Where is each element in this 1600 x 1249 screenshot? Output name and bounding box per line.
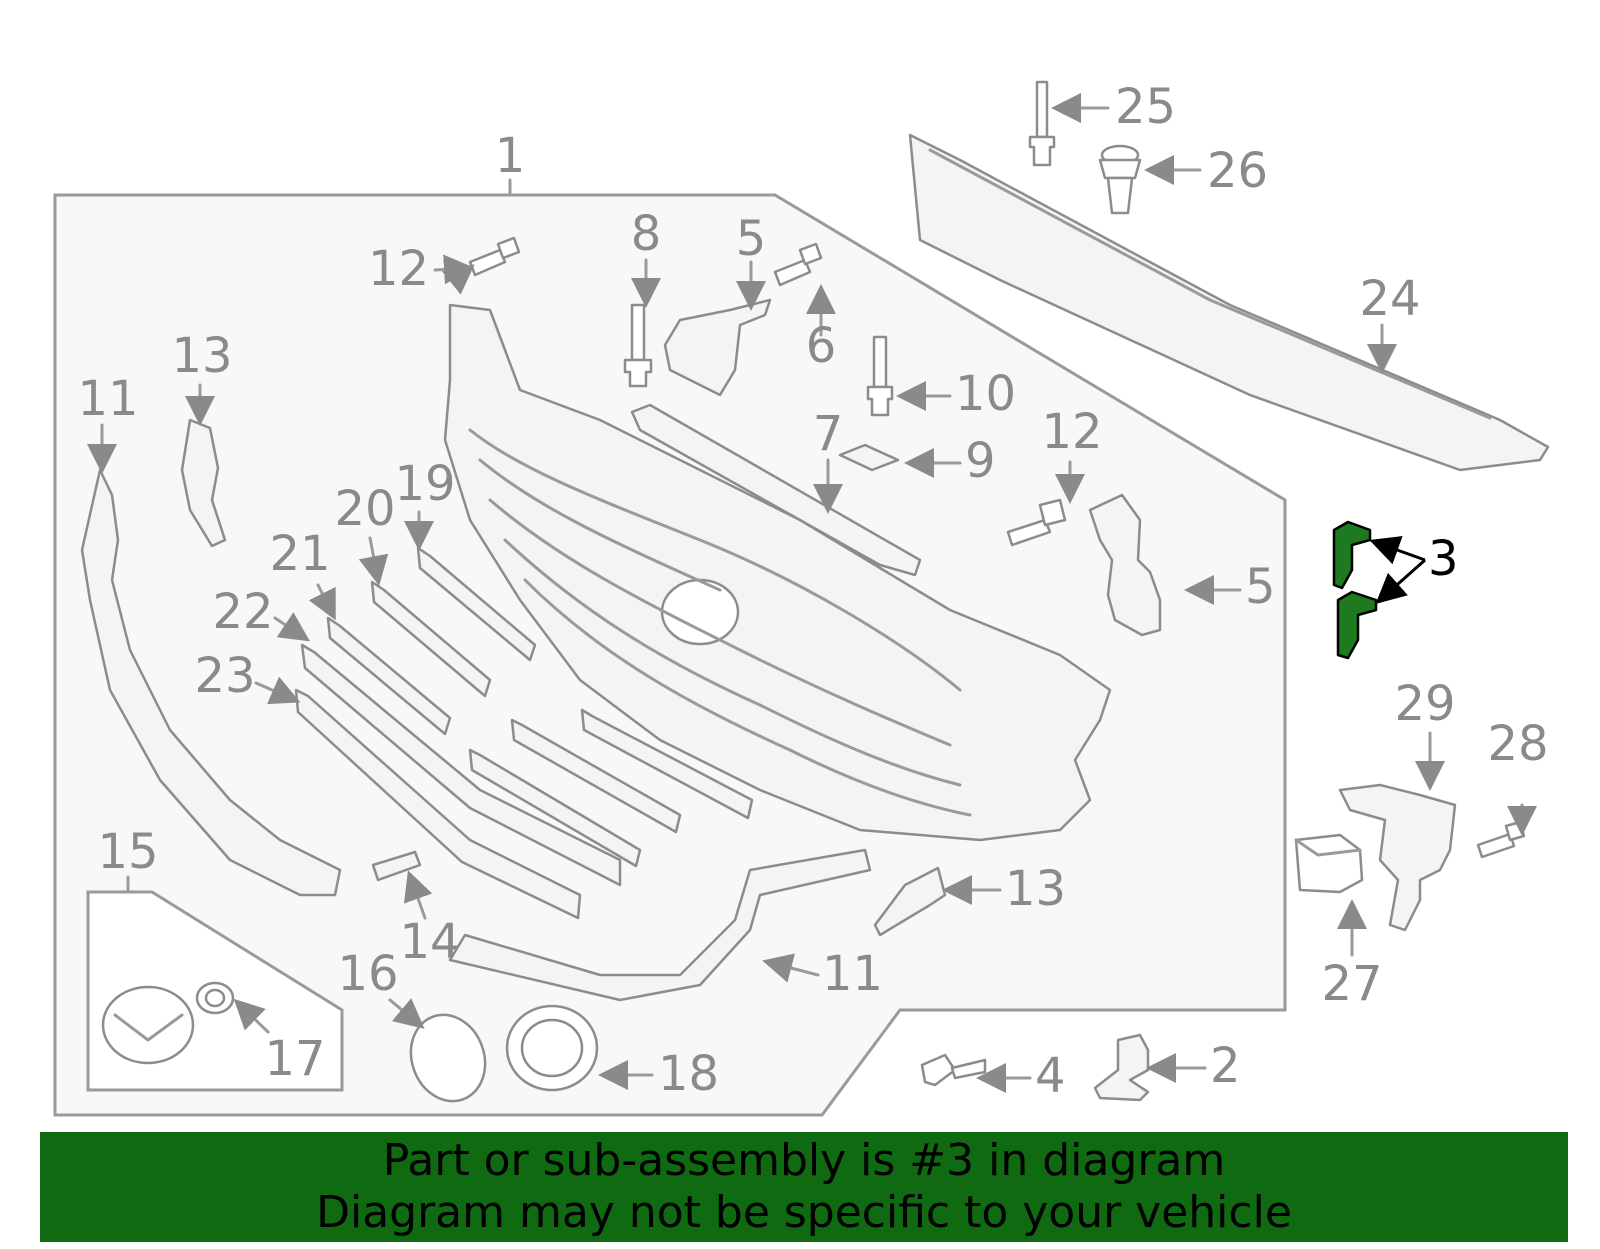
part-2-clip <box>1093 1033 1150 1102</box>
callout-6: 6 <box>806 318 837 374</box>
callout-12-upper: 12 <box>368 241 429 297</box>
callout-4: 4 <box>1035 1048 1066 1104</box>
part-3-clip-lower <box>1336 590 1378 660</box>
part-21-molding <box>326 616 452 736</box>
callout-28: 28 <box>1487 716 1548 772</box>
part-12-screw-right <box>1006 498 1067 547</box>
part-5-right-bracket <box>1088 493 1162 637</box>
part-11-left-molding <box>80 468 342 897</box>
part-3-clip-upper <box>1332 520 1372 590</box>
part-molding-center-2 <box>510 718 682 834</box>
callout-15: 15 <box>97 824 158 880</box>
part-molding-center-3 <box>580 708 754 820</box>
part-24-upper-seal <box>908 133 1550 472</box>
leader-lines <box>87 93 1537 1093</box>
callout-24: 24 <box>1359 271 1420 327</box>
callout-13-left: 13 <box>171 328 232 384</box>
part-17-grommet <box>195 981 235 1015</box>
callout-26: 26 <box>1207 143 1268 199</box>
callout-7: 7 <box>813 406 844 462</box>
callout-25: 25 <box>1115 79 1176 135</box>
part-4-bolt <box>920 1053 987 1087</box>
part-29-bracket <box>1338 783 1457 932</box>
part-13-left-bracket <box>180 418 227 548</box>
part-25-pin <box>1028 80 1056 167</box>
callout-1: 1 <box>495 128 526 184</box>
callout-8: 8 <box>631 206 662 262</box>
part-20-molding <box>370 580 492 698</box>
part-22-molding <box>300 643 622 887</box>
callout-27: 27 <box>1321 956 1382 1012</box>
callout-11-lower: 11 <box>822 946 883 1002</box>
part-11-lower-molding <box>448 848 872 1002</box>
part-info-banner: Part or sub-assembly is #3 in diagram Di… <box>40 1132 1568 1242</box>
callout-12-right: 12 <box>1041 404 1102 460</box>
part-13-right-bracket <box>873 866 947 937</box>
callout-2: 2 <box>1210 1038 1241 1094</box>
part-27-sensor <box>1294 833 1364 894</box>
part-26-clip <box>1098 144 1142 215</box>
callout-22: 22 <box>212 584 273 640</box>
part-16-emblem-base <box>409 1013 487 1103</box>
callout-5-upper: 5 <box>736 211 767 267</box>
banner-line-2: Diagram may not be specific to your vehi… <box>316 1187 1292 1238</box>
callout-19: 19 <box>394 456 455 512</box>
callout-17: 17 <box>264 1031 325 1087</box>
callout-5-right: 5 <box>1245 559 1276 615</box>
part-7-reinforcement <box>630 403 922 577</box>
banner-line-1: Part or sub-assembly is #3 in diagram <box>382 1135 1226 1186</box>
part-6-screw <box>773 242 823 287</box>
part-10-pin <box>866 335 894 417</box>
callout-23: 23 <box>194 648 255 704</box>
callout-13-right: 13 <box>1005 861 1066 917</box>
part-28-screw <box>1476 820 1526 859</box>
callout-18: 18 <box>658 1046 719 1102</box>
part-19-molding <box>416 546 537 662</box>
part-9-pad <box>838 443 900 472</box>
part-grille-body <box>443 303 1112 842</box>
part-23-molding <box>294 688 582 920</box>
callout-11-left: 11 <box>77 371 138 427</box>
callout-10: 10 <box>955 366 1016 422</box>
part-18-emblem-ring <box>505 1004 599 1092</box>
callout-29: 29 <box>1394 676 1455 732</box>
leader-3-arrows <box>1369 536 1426 604</box>
part-14-clip <box>371 850 422 882</box>
callout-9: 9 <box>965 433 996 489</box>
part-8-pin <box>623 303 653 388</box>
callout-14: 14 <box>399 914 460 970</box>
part-15-emblem <box>101 985 195 1065</box>
callout-21: 21 <box>269 526 330 582</box>
callout-3: 3 <box>1428 531 1459 587</box>
callout-16: 16 <box>337 946 398 1002</box>
callout-20: 20 <box>334 481 395 537</box>
part-molding-center-1 <box>468 748 642 868</box>
